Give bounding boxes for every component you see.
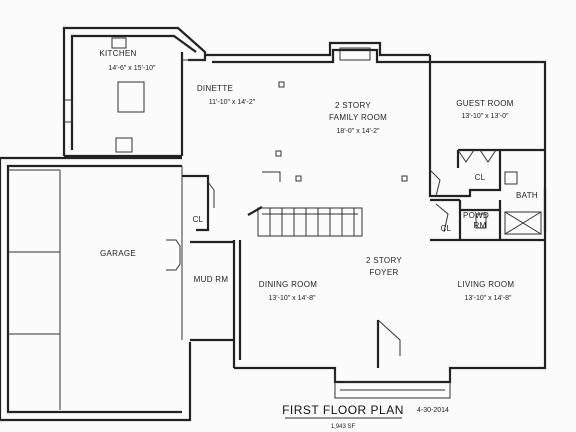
room-labels: KITCHEN 14'-6" x 15'-10" DINETTE 11'-10"…	[99, 49, 538, 302]
plan-title: FIRST FLOOR PLAN	[282, 403, 404, 417]
plan-date: 4-30-2014	[417, 407, 449, 414]
columns	[262, 81, 408, 182]
kitchen-sink	[111, 37, 127, 49]
mudroom-walls	[182, 174, 234, 342]
powder-room-label-1: POWD	[463, 211, 489, 220]
guest-room-label: GUEST ROOM	[456, 99, 514, 108]
closet-left-label: CL	[193, 215, 204, 224]
living-room-label: LIVING ROOM	[458, 280, 515, 289]
dining-room-label: DINING ROOM	[259, 280, 317, 289]
foyer-label-2: FOYER	[369, 268, 398, 277]
fridge-icon	[115, 137, 133, 153]
shower-icon	[504, 211, 542, 235]
garage-walls	[0, 156, 192, 422]
front-entry	[334, 319, 451, 399]
guest-suite-walls	[428, 148, 545, 242]
dining-room-size: 13'-10" x 14'-8"	[269, 295, 316, 302]
lower-closet-label: CL	[441, 224, 452, 233]
stairs	[247, 206, 363, 237]
toilet-icon	[475, 213, 487, 229]
bath-label: BATH	[516, 191, 538, 200]
living-room-size: 13'-10" x 14'-8"	[465, 295, 512, 302]
exterior-walls	[205, 41, 547, 384]
kitchen-size: 14'-6" x 15'-10"	[109, 65, 156, 72]
dinette-size: 11'-10" x 14'-2"	[209, 99, 256, 106]
garage-label: GARAGE	[100, 249, 136, 258]
kitchen-island	[117, 81, 145, 113]
title-block: FIRST FLOOR PLAN 4-30-2014 1,943 SF	[282, 403, 449, 430]
guest-closet-label: CL	[475, 173, 486, 182]
guest-room-size: 13'-10" x 13'-0"	[462, 113, 509, 120]
range-icon	[63, 99, 73, 123]
family-room-label-1: 2 STORY	[335, 101, 371, 110]
kitchen-walls	[62, 26, 207, 158]
family-room-label-2: FAMILY ROOM	[329, 113, 387, 122]
mud-room-label: MUD RM	[194, 275, 229, 284]
dinette-label: DINETTE	[197, 84, 233, 93]
foyer-label-1: 2 STORY	[366, 256, 402, 265]
fireplace-icon	[339, 47, 371, 61]
powder-room-label-2: RM	[473, 221, 486, 230]
family-room-size: 18'-0" x 14'-2"	[336, 128, 380, 135]
sink-icon	[504, 171, 518, 185]
square-footage: 1,943 SF	[331, 424, 356, 430]
kitchen-label: KITCHEN	[99, 49, 136, 58]
